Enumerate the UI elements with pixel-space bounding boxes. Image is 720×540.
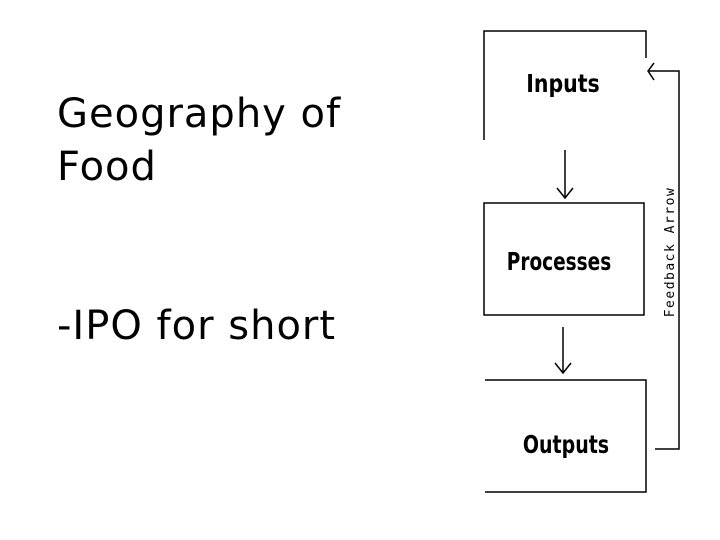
feedback-arrow-label: Feedback Arrow	[663, 187, 678, 318]
outputs-box	[485, 379, 647, 493]
arrow-inputs-to-processes	[556, 150, 574, 200]
processes-label: Processes	[507, 248, 611, 276]
processes-box	[483, 202, 645, 316]
slide-subtitle: -IPO for short	[57, 303, 337, 349]
inputs-box	[483, 30, 647, 140]
inputs-label: Inputs	[526, 70, 599, 98]
slide-title: Geography of Food	[57, 91, 342, 190]
feedback-arrowhead-icon	[647, 62, 655, 81]
feedback-loop-line	[655, 70, 680, 450]
outputs-label: Outputs	[523, 430, 609, 459]
arrow-processes-to-outputs	[554, 327, 572, 375]
